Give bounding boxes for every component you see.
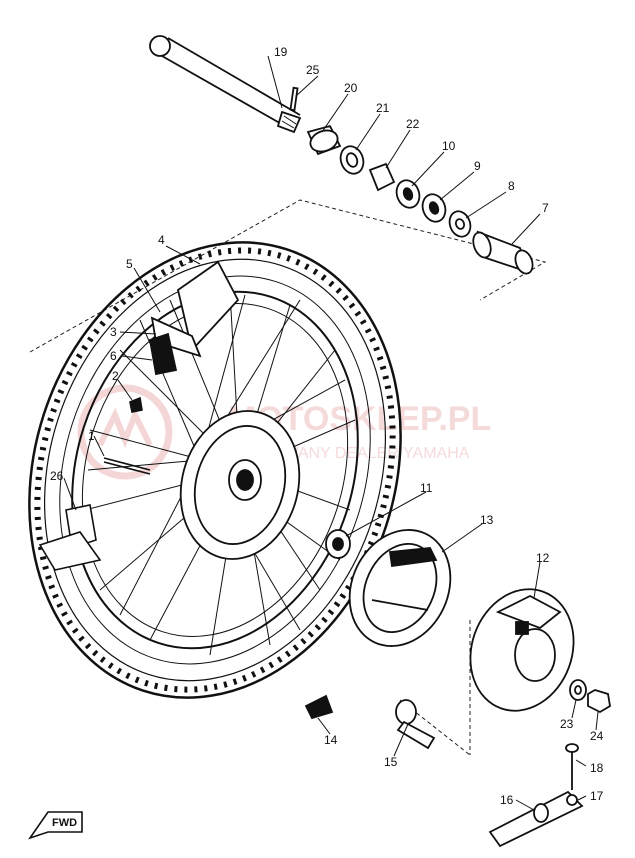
callout-23: 23 <box>560 717 574 731</box>
callout-14: 14 <box>324 733 338 747</box>
brake-plate <box>469 588 575 712</box>
callout-5: 5 <box>126 257 133 271</box>
axle <box>149 35 302 134</box>
callout-4: 4 <box>158 233 165 247</box>
callout-13: 13 <box>480 513 494 527</box>
callout-22: 22 <box>406 117 420 131</box>
washer-and-nut <box>569 679 611 714</box>
axle-parts <box>289 86 534 275</box>
callout-21: 21 <box>376 101 390 115</box>
callout-20: 20 <box>344 81 358 95</box>
callout-2: 2 <box>112 369 119 383</box>
callout-8: 8 <box>508 179 515 193</box>
collar-22 <box>368 162 396 192</box>
callout-12: 12 <box>536 551 550 565</box>
callout-10: 10 <box>442 139 456 153</box>
callout-1: 1 <box>88 429 95 443</box>
callout-17: 17 <box>590 789 604 803</box>
callout-7: 7 <box>542 201 549 215</box>
small-parts <box>38 396 151 571</box>
callout-26: 26 <box>50 469 64 483</box>
cotter-pin <box>289 86 299 112</box>
brake-shoes <box>348 529 452 647</box>
callout-15: 15 <box>384 755 398 769</box>
callout-6: 6 <box>110 349 117 363</box>
tire <box>28 241 402 699</box>
valve-and-cam <box>304 694 436 750</box>
callout-19: 19 <box>274 45 288 59</box>
watermark-logo <box>77 384 173 480</box>
callout-11: 11 <box>420 481 433 495</box>
leader-lines <box>63 55 599 811</box>
callout-3: 3 <box>110 325 117 339</box>
forward-arrow-icon <box>27 811 83 840</box>
callout-16: 16 <box>500 793 514 807</box>
callout-24: 24 <box>590 729 604 743</box>
callout-9: 9 <box>474 159 481 173</box>
callout-18: 18 <box>590 761 604 775</box>
brake-arm <box>488 743 584 848</box>
callouts: 19 25 20 21 22 10 9 8 7 4 5 3 6 2 1 26 1… <box>50 45 604 807</box>
bearing-11 <box>325 529 351 559</box>
callout-25: 25 <box>306 63 320 77</box>
watermark-logo-mark <box>97 407 153 449</box>
fwd-label: FWD <box>52 817 77 829</box>
hub <box>179 410 301 560</box>
rim-band-and-tube <box>148 260 240 376</box>
forward-arrow: FWD <box>27 811 83 840</box>
